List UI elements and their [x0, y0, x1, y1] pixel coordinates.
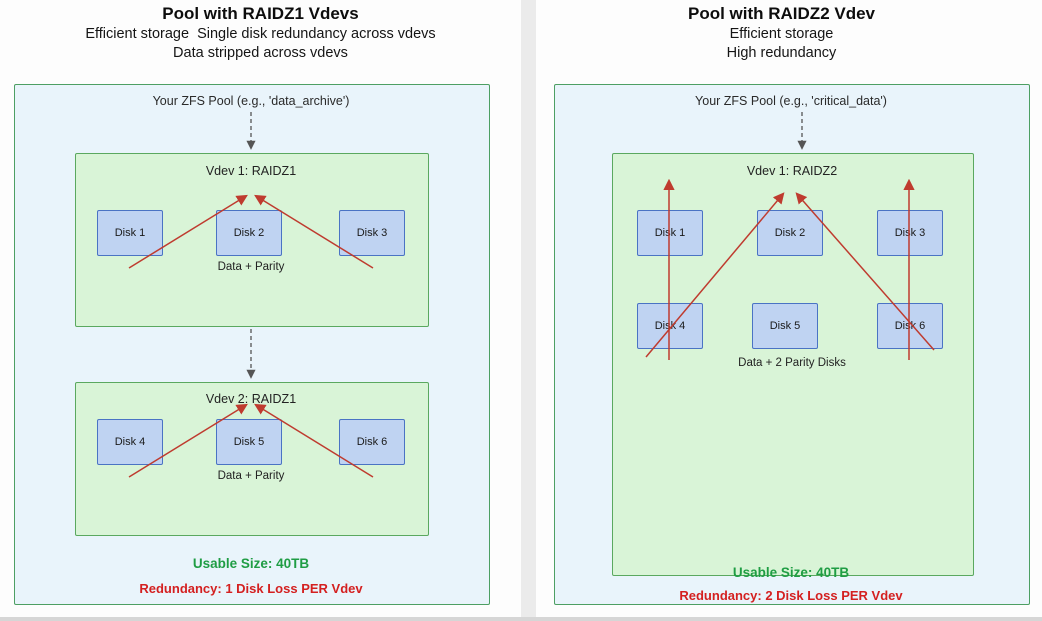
disk-box: Disk 2: [757, 210, 823, 256]
bottom-border: [0, 617, 1042, 621]
raidz1-panel-title: Pool with RAIDZ1 Vdevs: [162, 4, 359, 23]
disk-label: Disk 5: [233, 436, 265, 448]
raidz1-vdev2-caption: Data + Parity: [217, 470, 285, 482]
raidz2-usable-size-label: Usable Size: 40TB: [732, 565, 850, 580]
disk-box: Disk 4: [97, 419, 163, 465]
raidz1-vdev2-label: Vdev 2: RAIDZ1: [205, 392, 297, 406]
raidz1-redundancy-label: Redundancy: 1 Disk Loss PER Vdev: [139, 581, 363, 596]
disk-label: Disk 1: [114, 227, 146, 239]
disk-label: Disk 6: [356, 436, 388, 448]
raidz1-usable-size-label: Usable Size: 40TB: [192, 556, 310, 571]
raidz1-vdev1-caption: Data + Parity: [217, 261, 285, 273]
raidz1-vdev1-label: Vdev 1: RAIDZ1: [205, 164, 297, 178]
raidz2-redundancy-label: Redundancy: 2 Disk Loss PER Vdev: [679, 588, 903, 603]
raidz1-pool-label: Your ZFS Pool (e.g., 'data_archive'): [152, 94, 350, 108]
disk-label: Disk 2: [774, 227, 806, 239]
raidz1-subtitle-2: Data stripped across vdevs: [173, 45, 348, 61]
disk-box: Disk 3: [877, 210, 943, 256]
disk-label: Disk 2: [233, 227, 265, 239]
raidz2-panel-title: Pool with RAIDZ2 Vdev: [687, 4, 876, 23]
raidz2-subtitle-2: High redundancy: [726, 45, 837, 61]
panel-divider: [521, 0, 536, 617]
disk-box: Disk 5: [216, 419, 282, 465]
disk-label: Disk 3: [356, 227, 388, 239]
disk-box: Disk 5: [752, 303, 818, 349]
disk-label: Disk 4: [114, 436, 146, 448]
disk-box: Disk 2: [216, 210, 282, 256]
disk-box: Disk 6: [339, 419, 405, 465]
disk-box: Disk 1: [97, 210, 163, 256]
disk-label: Disk 3: [894, 227, 926, 239]
raidz2-vdev1-caption: Data + 2 Parity Disks: [738, 357, 846, 369]
raidz2-subtitle-1: Efficient storage: [729, 26, 834, 42]
disk-label: Disk 4: [654, 320, 686, 332]
disk-label: Disk 5: [769, 320, 801, 332]
disk-box: Disk 1: [637, 210, 703, 256]
disk-box: Disk 4: [637, 303, 703, 349]
raidz1-subtitle-1: Efficient storage Single disk redundancy…: [85, 26, 436, 42]
disk-label: Disk 1: [654, 227, 686, 239]
raidz2-pool-label: Your ZFS Pool (e.g., 'critical_data'): [695, 94, 887, 108]
disk-box: Disk 3: [339, 210, 405, 256]
raidz2-vdev1-label: Vdev 1: RAIDZ2: [746, 164, 838, 178]
disk-label: Disk 6: [894, 320, 926, 332]
disk-box: Disk 6: [877, 303, 943, 349]
